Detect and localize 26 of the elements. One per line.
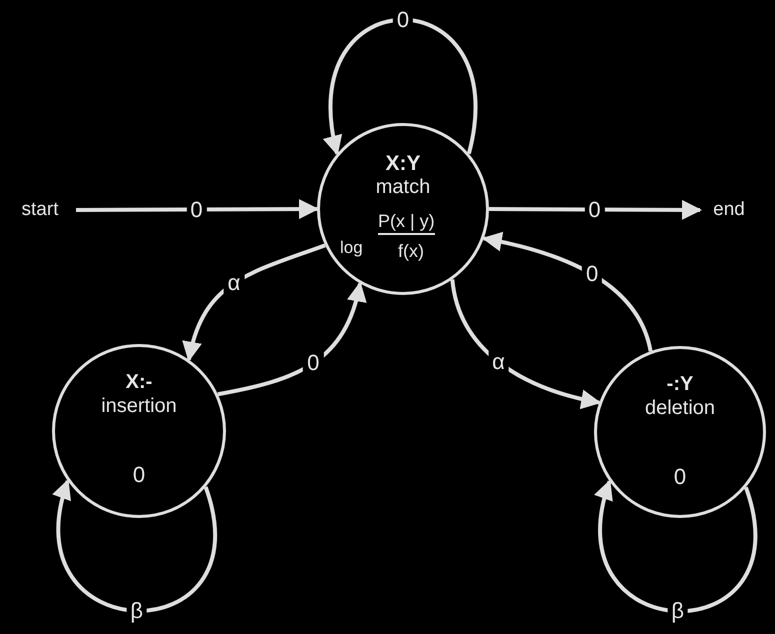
emission-score: log xyxy=(340,239,363,258)
emission-score: 0 xyxy=(672,465,688,490)
state-name: insertion xyxy=(100,395,178,417)
state-name: deletion xyxy=(644,397,716,419)
state-circle xyxy=(317,123,489,295)
edge-label: α xyxy=(488,350,509,374)
transition-arrow xyxy=(54,478,217,613)
transition-arrow xyxy=(596,479,757,614)
transition-arrow xyxy=(450,279,602,409)
state-label: -:Y xyxy=(666,373,694,395)
transition-arrow xyxy=(489,200,702,220)
transition-arrow xyxy=(324,18,478,156)
state-circle xyxy=(594,346,766,518)
state-label: X:- xyxy=(124,371,154,393)
fraction-numerator: P(x | y) xyxy=(378,212,435,235)
state-circle xyxy=(52,344,226,518)
formula-text: f(x) xyxy=(398,242,424,262)
terminal-label: end xyxy=(704,196,754,224)
emission-score: 0 xyxy=(132,463,146,488)
edge-label: β xyxy=(667,599,688,624)
state-name: match xyxy=(374,176,432,198)
terminal-label: start xyxy=(8,196,72,224)
transition-arrow xyxy=(482,232,653,352)
state-label: X:Y xyxy=(384,152,422,176)
transition-arrow xyxy=(76,199,319,220)
transition-arrow xyxy=(183,243,326,362)
